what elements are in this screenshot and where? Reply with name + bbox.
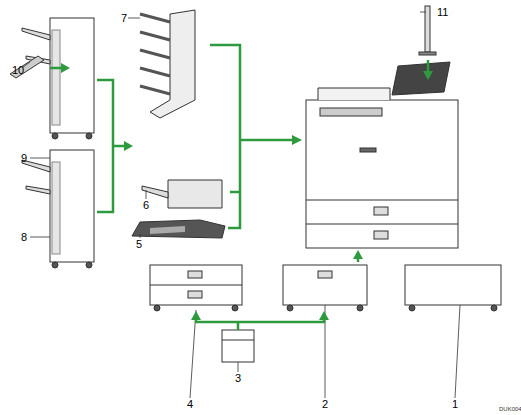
leader-line (140, 234, 141, 238)
callout-number: 11 (437, 6, 448, 18)
tray-handle (374, 231, 388, 239)
arrow-head (319, 311, 329, 320)
tray-handle (188, 271, 202, 278)
arrow-head (124, 141, 133, 151)
bridge-unit (132, 220, 225, 238)
caster (232, 305, 238, 311)
figure-code: DUK004 (499, 406, 521, 413)
caster (491, 305, 497, 311)
paper-tray-unit (283, 265, 367, 305)
caster (154, 305, 160, 311)
unit-edge (222, 340, 254, 341)
output-tray (142, 186, 168, 198)
flow-bracket (97, 80, 126, 212)
callout-number: 5 (136, 238, 142, 250)
arrow-head (292, 135, 302, 145)
finisher-body (50, 150, 94, 262)
caster (287, 305, 293, 311)
finisher-body (50, 18, 94, 133)
callout-number: 6 (143, 199, 149, 211)
large-capacity-tray (405, 265, 501, 305)
arrow-head (353, 250, 363, 259)
callout-number: 7 (121, 12, 127, 24)
arrow-head (61, 63, 70, 73)
mailbox (150, 10, 195, 118)
leader-line (30, 237, 50, 238)
leader-line (128, 18, 140, 19)
caster (52, 262, 58, 268)
callout-number: 1 (452, 398, 458, 410)
flow-bracket (196, 318, 324, 330)
mailbox-bins (140, 14, 170, 94)
finisher-panel (52, 30, 60, 125)
caster (86, 133, 92, 139)
caster (357, 305, 363, 311)
logo (360, 148, 376, 152)
output-tray (22, 160, 50, 194)
printer-body (306, 100, 458, 248)
tray-edge (306, 224, 458, 225)
tray-handle (374, 207, 388, 215)
booklet-unit (10, 56, 44, 78)
pole-base (419, 52, 436, 55)
paper-tray-unit (150, 265, 242, 305)
arrow-head (191, 311, 201, 320)
bridge-tray (150, 226, 185, 234)
callout-number: 2 (322, 398, 328, 410)
internal-finisher (168, 180, 222, 208)
arrow-head (423, 71, 433, 80)
leader-line (146, 190, 147, 199)
exit-tray (320, 108, 382, 116)
flow-arrow (427, 60, 430, 72)
callout-number: 4 (187, 398, 193, 410)
callout-number: 8 (21, 231, 27, 243)
callout-number: 10 (12, 64, 24, 76)
heater-unit (222, 330, 254, 362)
scanner (318, 88, 390, 100)
tray-handle (188, 291, 202, 298)
finisher-panel (52, 162, 60, 254)
tray-handle (318, 271, 332, 278)
caster (52, 133, 58, 139)
tray-edge (306, 200, 458, 201)
callout-number: 9 (21, 152, 27, 164)
leader-line (420, 12, 426, 13)
leader-line (238, 362, 239, 372)
leader-line (455, 305, 460, 398)
tray-edge (150, 285, 242, 286)
flow-bracket (210, 45, 293, 228)
caster (409, 305, 415, 311)
indicator-pole (425, 6, 430, 52)
caster (86, 262, 92, 268)
leader-line (30, 158, 50, 159)
callout-number: 3 (235, 372, 241, 384)
control-panel (392, 62, 450, 95)
